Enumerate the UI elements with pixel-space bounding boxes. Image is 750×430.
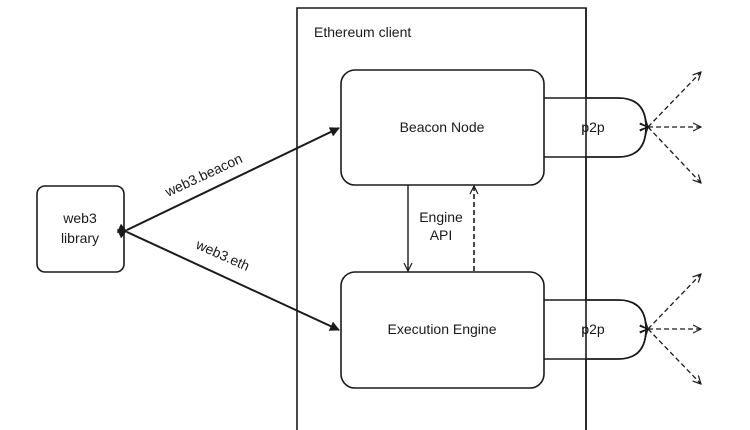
p2p-execution-label-top: p2p — [581, 321, 605, 337]
edge-engine-api: Engine API — [408, 185, 474, 271]
edge-web3-beacon: web3.beacon — [116, 127, 340, 239]
web3-beacon-arrow — [116, 127, 340, 239]
web3-library-label-line2: library — [61, 230, 99, 246]
peer-arrow-down — [648, 329, 701, 384]
execution-engine-node[interactable]: Execution Engine — [340, 271, 545, 389]
p2p-beacon-label-top: p2p — [581, 119, 605, 135]
container-label: Ethereum client — [314, 24, 411, 40]
beacon-node[interactable]: Beacon Node — [340, 69, 545, 186]
engine-api-label-line1: Engine — [419, 209, 463, 225]
peer-arrow-down — [648, 127, 701, 183]
engine-api-label-line2: API — [430, 227, 453, 243]
execution-engine-label: Execution Engine — [388, 321, 497, 337]
web3-eth-label: web3.eth — [193, 236, 252, 274]
web3-library-label-line1: web3 — [62, 210, 97, 226]
web3-library-node[interactable]: web3 library — [36, 185, 125, 273]
web3-eth-arrow — [116, 223, 340, 331]
p2p-beacon-peer-arrows — [648, 72, 701, 183]
p2p-execution-peer-arrows — [648, 274, 701, 384]
peer-arrow-up — [648, 72, 701, 127]
beacon-node-label: Beacon Node — [400, 119, 485, 135]
edge-web3-eth: web3.eth — [116, 223, 340, 331]
peer-arrow-up — [648, 274, 701, 329]
